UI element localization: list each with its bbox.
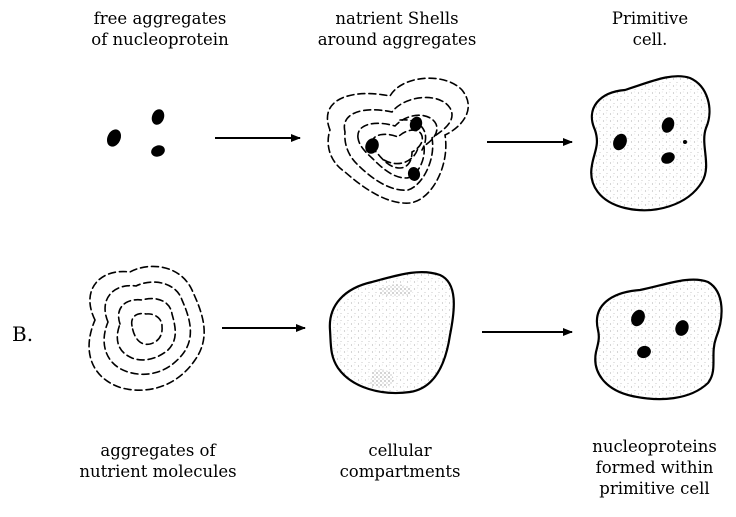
nucleoprotein-dot: [363, 136, 382, 156]
aggregate-ring-2: [104, 282, 190, 374]
aggregate-ring-4: [132, 314, 162, 345]
primitive-cell-b: [595, 280, 721, 399]
aggregate-ring-3: [117, 299, 175, 360]
shell-outer: [327, 78, 468, 203]
nutrient-shells-group: [327, 78, 468, 203]
free-aggregates-group: [104, 107, 166, 158]
aggregate-ring-1: [89, 266, 204, 390]
nucleoprotein-dot: [104, 127, 123, 149]
primitive-cell-a: [591, 76, 709, 210]
cell-membrane: [591, 76, 709, 210]
nucleoprotein-dot: [150, 107, 167, 126]
cell-speck: [683, 140, 687, 144]
cellular-compartment: [330, 272, 454, 393]
cell-membrane: [595, 280, 721, 399]
shell-inner-3: [372, 130, 422, 168]
nutrient-aggregate-group: [89, 266, 204, 390]
nucleoprotein-dot: [150, 143, 167, 158]
